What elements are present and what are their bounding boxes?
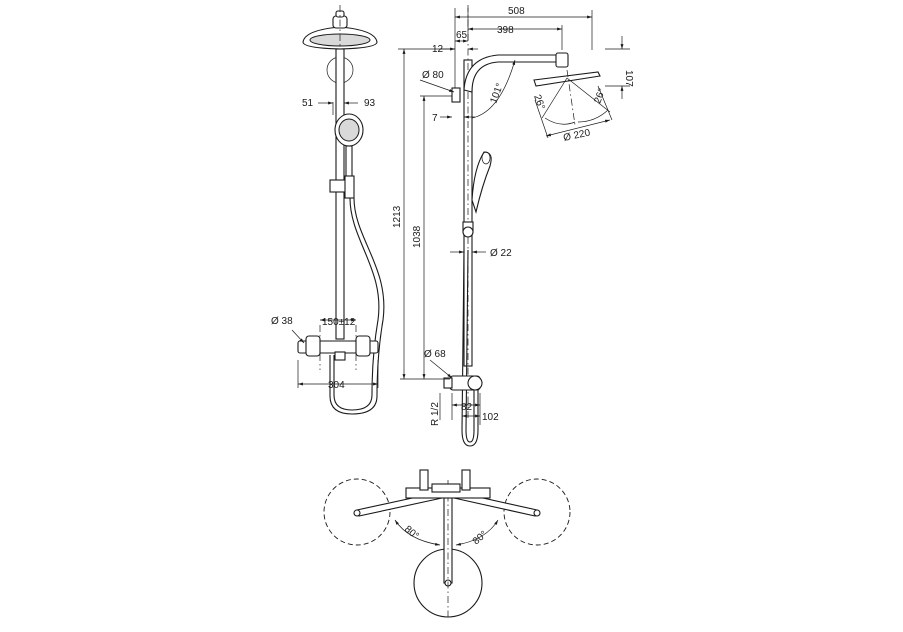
dim-80-left: 80° [402, 524, 421, 542]
dim-phi220: Ø 220 [562, 127, 591, 144]
dim-304: 304 [328, 380, 345, 391]
dim-26b: 26° [592, 87, 608, 105]
front-view: 51 93 Ø 38 150±12 304 [271, 5, 385, 415]
dim-82: 82 [461, 402, 473, 413]
dim-508: 508 [508, 6, 525, 17]
dim-phi22: Ø 22 [490, 248, 512, 259]
side-view: 508 398 65 12 107 Ø 80 101° 26° 26° 7 Ø … [392, 5, 634, 447]
dim-phi80: Ø 80 [422, 70, 444, 81]
dim-r12: R 1/2 [430, 402, 441, 426]
top-view: 80° 80° [323, 469, 571, 620]
dim-398: 398 [497, 25, 514, 36]
dim-phi38: Ø 38 [271, 316, 293, 327]
dim-12: 12 [432, 44, 444, 55]
dim-65: 65 [456, 30, 468, 41]
dim-102: 102 [482, 412, 499, 423]
dim-51: 51 [302, 98, 314, 109]
dim-150: 150±12 [322, 317, 356, 328]
dim-phi68: Ø 68 [424, 349, 446, 360]
dim-1038: 1038 [412, 225, 423, 248]
dim-80-right: 80° [471, 529, 490, 547]
dim-93: 93 [364, 98, 376, 109]
dim-101: 101° [488, 82, 505, 105]
dim-1213: 1213 [392, 205, 403, 228]
dim-7: 7 [432, 113, 438, 124]
dim-107: 107 [623, 70, 634, 87]
dim-26a: 26° [531, 93, 547, 111]
